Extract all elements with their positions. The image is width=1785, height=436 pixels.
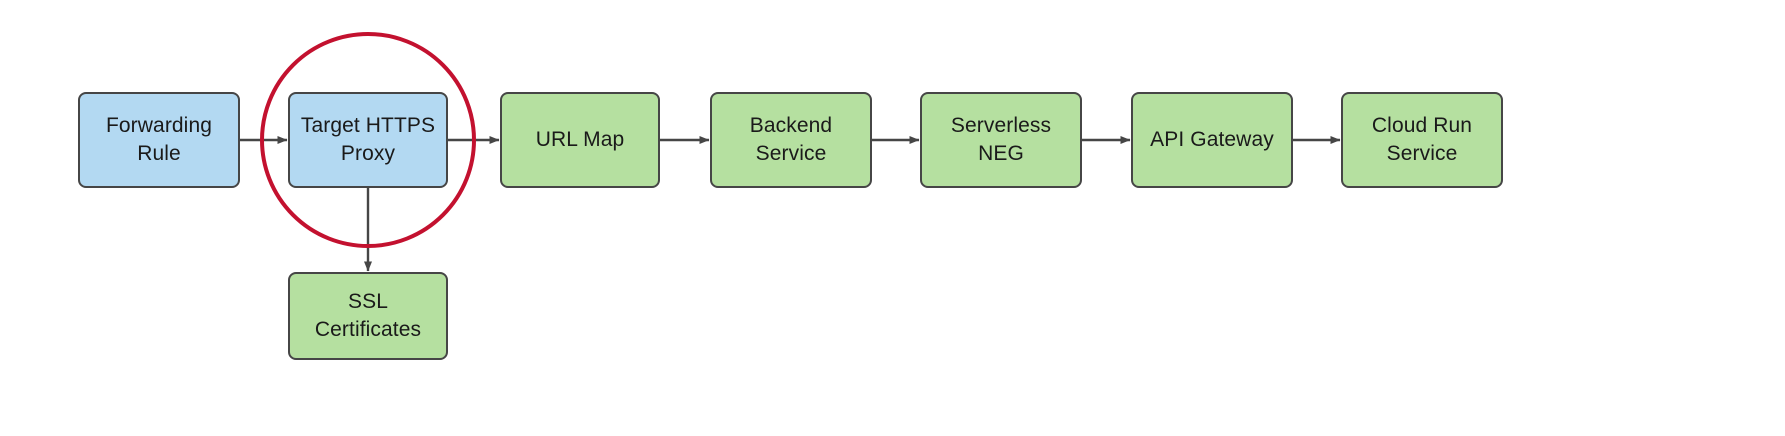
node-label-url-map: URL Map — [535, 128, 625, 152]
node-label-ssl-certificates: SSL Certificates — [314, 290, 422, 341]
node-serverless-neg[interactable]: Serverless NEG — [920, 92, 1082, 188]
node-label-backend-service: Backend Service — [749, 114, 833, 165]
node-label-api-gateway: API Gateway — [1150, 128, 1274, 152]
node-forwarding-rule[interactable]: Forwarding Rule — [78, 92, 240, 188]
node-backend-service[interactable]: Backend Service — [710, 92, 872, 188]
node-ssl-certificates[interactable]: SSL Certificates — [288, 272, 448, 360]
node-label-forwarding-rule: Forwarding Rule — [105, 114, 213, 165]
node-api-gateway[interactable]: API Gateway — [1131, 92, 1293, 188]
node-target-https-proxy[interactable]: Target HTTPS Proxy — [288, 92, 448, 188]
node-url-map[interactable]: URL Map — [500, 92, 660, 188]
node-label-target-https-proxy: Target HTTPS Proxy — [300, 114, 436, 165]
node-label-serverless-neg: Serverless NEG — [950, 114, 1052, 165]
node-cloud-run-service[interactable]: Cloud Run Service — [1341, 92, 1503, 188]
node-label-cloud-run-service: Cloud Run Service — [1371, 114, 1473, 165]
